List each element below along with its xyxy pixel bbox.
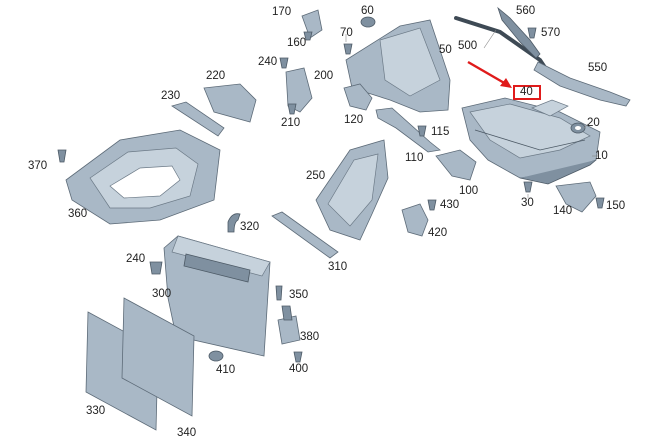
callout-350: 350 — [289, 289, 309, 301]
callout-330: 330 — [86, 405, 106, 417]
callout-570: 570 — [541, 27, 561, 39]
part-560-strip — [497, 6, 541, 59]
part-115-clip — [417, 125, 427, 137]
callout-120: 120 — [344, 114, 364, 126]
part-230-strip — [171, 101, 225, 137]
part-60-grommet — [360, 16, 376, 28]
part-240-clip-lower — [149, 261, 163, 275]
callout-430: 430 — [440, 199, 460, 211]
callout-420: 420 — [428, 227, 448, 239]
part-300-box — [163, 235, 271, 357]
callout-200: 200 — [314, 70, 334, 82]
part-10-cowl-panel — [461, 97, 601, 185]
part-170-bracket — [301, 9, 323, 39]
part-200-bracket — [285, 67, 313, 113]
leader-lines — [345, 29, 598, 198]
callout-50: 50 — [439, 44, 452, 56]
callout-30: 30 — [521, 197, 534, 209]
callout-40: 40 — [520, 86, 533, 98]
part-380-valve — [277, 305, 301, 345]
part-150-clip — [595, 197, 605, 209]
callout-300: 300 — [152, 288, 172, 300]
part-120-duct — [343, 83, 373, 111]
callout-310: 310 — [328, 261, 348, 273]
part-100-bracket — [435, 149, 477, 181]
part-110-bar — [375, 107, 441, 153]
callout-140: 140 — [553, 205, 573, 217]
part-360-frame — [65, 129, 221, 225]
callout-60: 60 — [361, 5, 374, 17]
callout-380: 380 — [300, 331, 320, 343]
part-70-clip — [343, 43, 353, 55]
callout-410: 410 — [216, 364, 236, 376]
part-20-grommet — [570, 122, 586, 134]
part-550-strip — [533, 61, 631, 107]
part-320-hook — [227, 213, 241, 233]
callout-20: 20 — [587, 117, 600, 129]
callout-500: 500 — [458, 40, 478, 52]
callout-115: 115 — [431, 126, 450, 138]
part-240-clip-upper — [279, 57, 289, 69]
part-30-clip — [523, 181, 533, 193]
callout-240-upper: 240 — [258, 56, 278, 68]
red-arrow-icon — [467, 60, 512, 88]
part-40-pad — [531, 99, 569, 117]
callout-100: 100 — [459, 185, 479, 197]
callout-560: 560 — [516, 5, 536, 17]
highlight-box-40 — [513, 85, 541, 100]
part-350-screw — [275, 285, 283, 301]
part-210-clip — [287, 103, 297, 115]
callout-110: 110 — [405, 152, 424, 164]
callout-340: 340 — [177, 427, 197, 439]
callout-250: 250 — [306, 170, 326, 182]
callout-370: 370 — [28, 160, 48, 172]
callout-240-lower: 240 — [126, 253, 146, 265]
part-400-clip — [293, 351, 303, 363]
part-140-bracket — [555, 181, 597, 213]
callout-210: 210 — [281, 117, 301, 129]
callout-170: 170 — [272, 6, 292, 18]
part-370-clip — [57, 149, 67, 163]
part-160-clip — [303, 31, 313, 41]
part-410-clip — [208, 350, 224, 362]
part-310-bar — [271, 211, 339, 259]
callout-550: 550 — [588, 62, 608, 74]
callout-230: 230 — [161, 90, 181, 102]
part-420-bracket — [401, 203, 429, 237]
part-340-filter — [121, 297, 195, 417]
callout-360: 360 — [68, 208, 88, 220]
callout-150: 150 — [606, 200, 626, 212]
callout-320: 320 — [240, 221, 260, 233]
part-250-shroud — [315, 139, 389, 241]
part-220-duct — [203, 83, 257, 123]
part-570-clip — [527, 27, 537, 39]
callout-220: 220 — [206, 70, 226, 82]
callout-70: 70 — [340, 27, 353, 39]
callout-400: 400 — [289, 363, 309, 375]
part-430-clip — [427, 199, 437, 211]
part-50-bulkhead — [345, 19, 451, 113]
callout-10: 10 — [595, 150, 608, 162]
callout-160: 160 — [287, 37, 307, 49]
